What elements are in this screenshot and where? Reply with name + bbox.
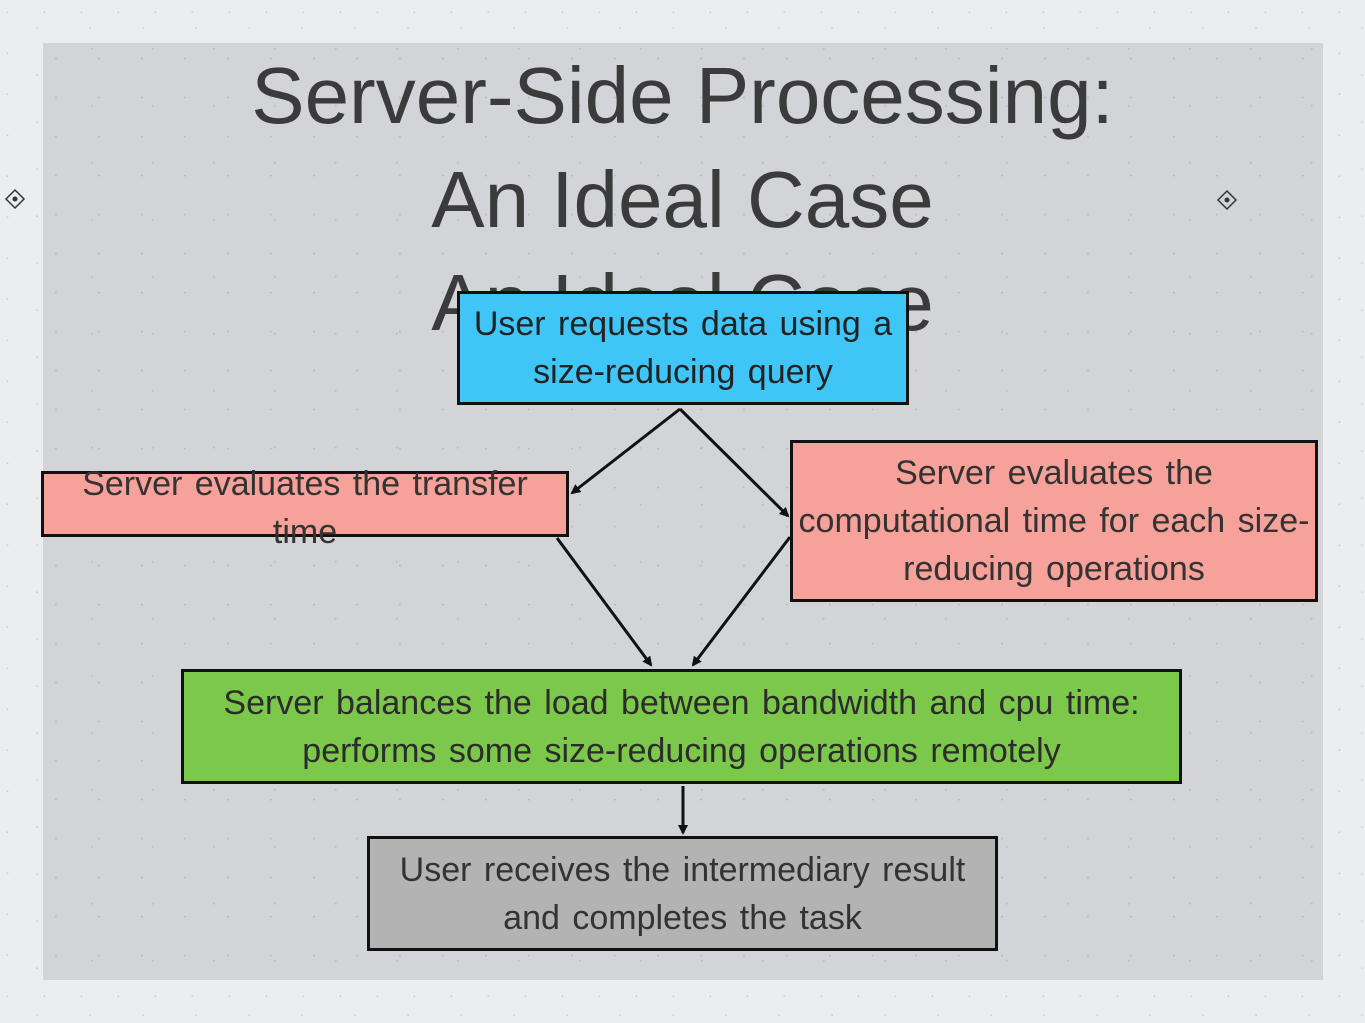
node-evaluate-computational-time-label: Server evaluates the computational time … — [798, 454, 1310, 588]
arrow-transfer-to-balance — [555, 537, 653, 667]
slide-title-line-1: Server-Side Processing: — [251, 51, 1114, 140]
diamond-dot-icon-left-svg — [4, 188, 26, 210]
node-user-receives-result: User receives the intermediary result an… — [367, 836, 998, 951]
arrow-compute-to-balance — [691, 536, 792, 667]
diamond-dot-icon-right-svg — [1216, 189, 1238, 211]
node-user-request: User requests data using a size-reducing… — [457, 291, 909, 405]
arrow-request-to-compute — [678, 407, 790, 518]
node-evaluate-computational-time: Server evaluates the computational time … — [790, 440, 1318, 602]
node-evaluate-transfer-time-label: Server evaluates the transfer time — [82, 465, 528, 551]
node-evaluate-transfer-time: Server evaluates the transfer time — [41, 465, 569, 551]
slide-title-line-2: An Ideal Case — [431, 155, 934, 244]
node-user-receives-result-label: User receives the intermediary result an… — [399, 850, 966, 937]
node-balance-load-label: Server balances the load between bandwid… — [223, 683, 1140, 770]
node-user-request-label: User requests data using a size-reducing… — [473, 305, 893, 391]
arrow-request-to-transfer — [570, 407, 681, 495]
node-balance-load: Server balances the load between bandwid… — [181, 669, 1182, 784]
diamond-dot-icon[interactable] — [4, 188, 26, 210]
diamond-dot-icon[interactable] — [1216, 189, 1238, 211]
